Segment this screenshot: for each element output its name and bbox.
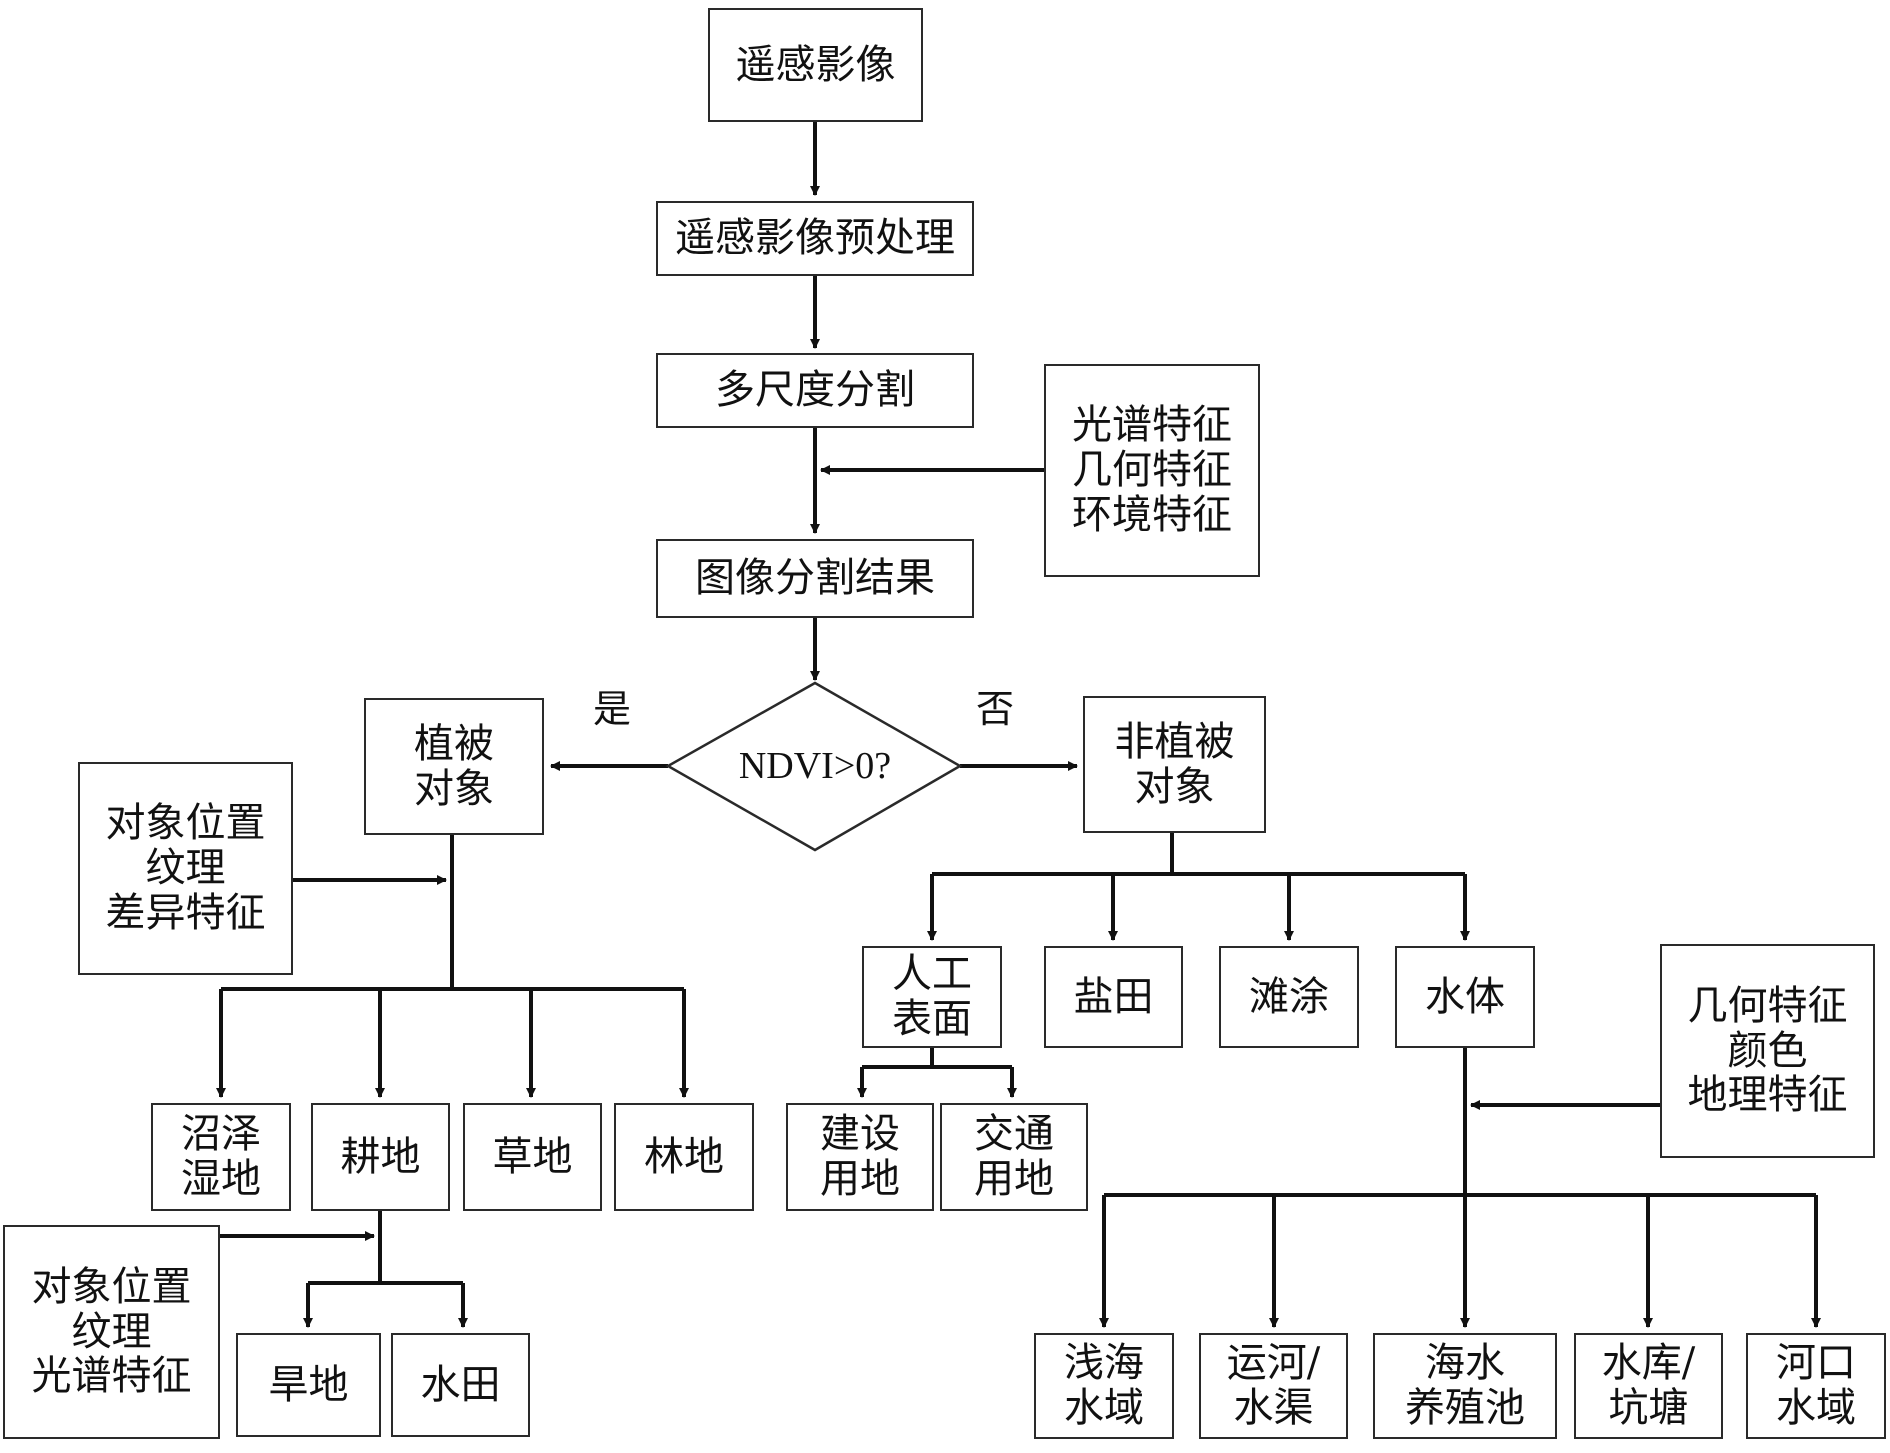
node-crop-features: 对象位置 纹理 光谱特征 xyxy=(3,1225,220,1439)
node-reservoir-pond: 水库/ 坑塘 xyxy=(1574,1333,1723,1439)
node-artificial-surface: 人工 表面 xyxy=(862,946,1002,1048)
yes-label: 是 xyxy=(593,687,632,731)
node-water-body: 水体 xyxy=(1395,946,1535,1048)
node-remote-sensing-image: 遥感影像 xyxy=(708,8,923,122)
node-aquaculture-pond: 海水 养殖池 xyxy=(1373,1333,1557,1439)
node-canal: 运河/ 水渠 xyxy=(1199,1333,1348,1439)
node-veg-features: 对象位置 纹理 差异特征 xyxy=(78,762,293,975)
node-construction-land: 建设 用地 xyxy=(786,1103,934,1211)
node-forest: 林地 xyxy=(614,1103,754,1211)
node-tidal-flat: 滩涂 xyxy=(1219,946,1359,1048)
node-shallow-sea: 浅海 水域 xyxy=(1034,1333,1174,1439)
node-non-vegetation-object: 非植被 对象 xyxy=(1083,696,1266,833)
node-water-features: 几何特征 颜色 地理特征 xyxy=(1660,944,1875,1158)
node-dryland: 旱地 xyxy=(236,1333,381,1437)
node-cropland: 耕地 xyxy=(311,1103,450,1211)
node-multiscale-segmentation: 多尺度分割 xyxy=(656,353,974,428)
node-grassland: 草地 xyxy=(463,1103,602,1211)
node-preprocessing: 遥感影像预处理 xyxy=(656,201,974,276)
node-paddy-field: 水田 xyxy=(391,1333,530,1437)
no-label: 否 xyxy=(976,687,1015,731)
node-vegetation-object: 植被 对象 xyxy=(364,698,544,835)
node-salt-field: 盐田 xyxy=(1044,946,1183,1048)
node-estuary: 河口 水域 xyxy=(1746,1333,1886,1439)
node-marsh-wetland: 沼泽 湿地 xyxy=(151,1103,291,1211)
decision-label: NDVI>0? xyxy=(738,745,892,787)
node-traffic-land: 交通 用地 xyxy=(940,1103,1088,1211)
decision-diamond xyxy=(665,681,963,852)
node-segmentation-result: 图像分割结果 xyxy=(656,539,974,618)
node-features-main: 光谱特征 几何特征 环境特征 xyxy=(1044,364,1260,577)
